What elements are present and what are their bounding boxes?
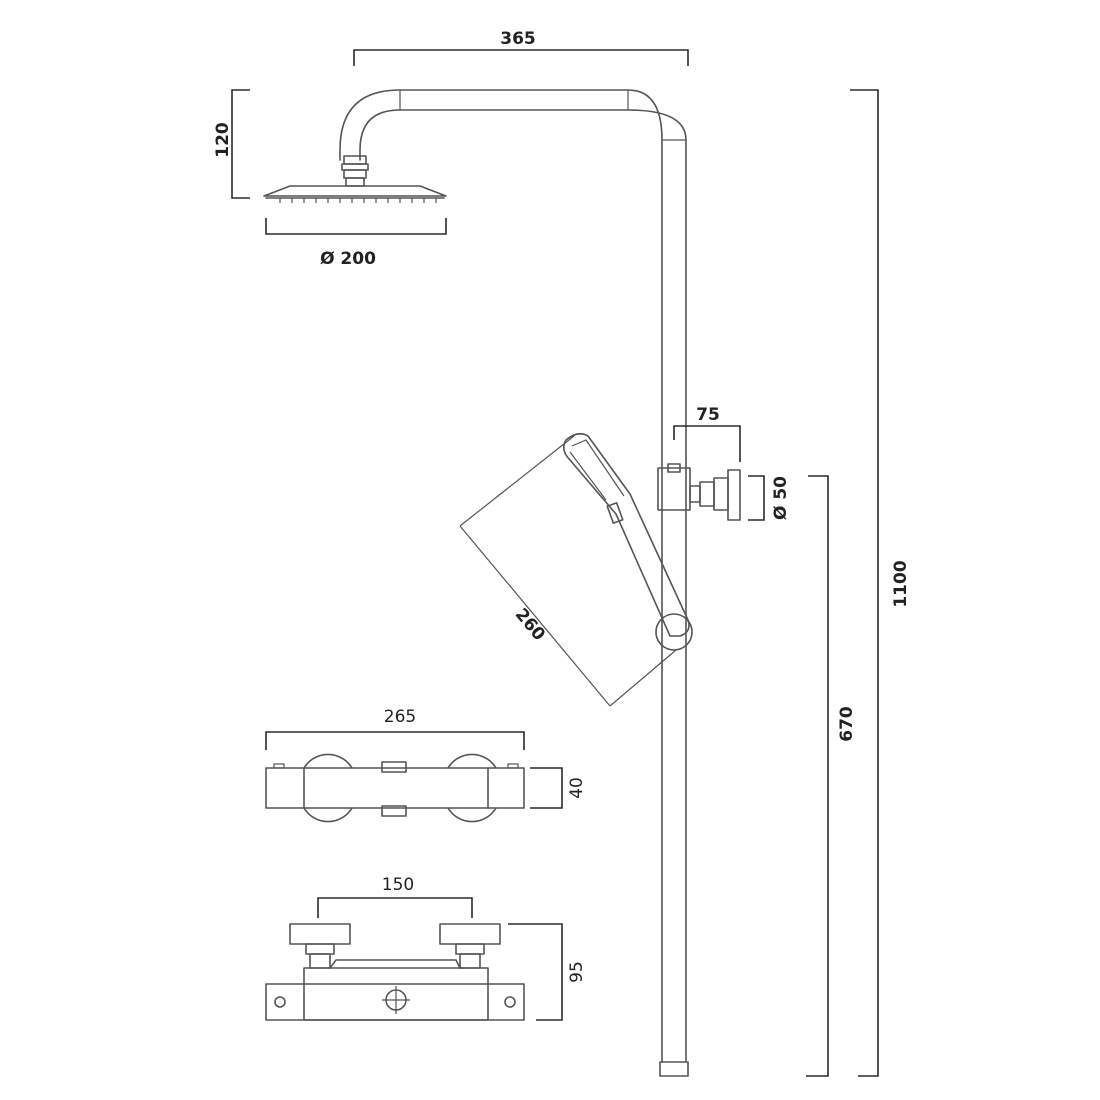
hand-shower [459, 432, 693, 707]
dim-label-head-diameter: Ø 200 [320, 249, 376, 269]
dim-label-bracket-diameter: Ø 50 [771, 476, 791, 520]
overhead-shower-head [263, 155, 447, 203]
riser-rail [339, 89, 689, 1077]
dim-label-arm-width: 365 [500, 29, 536, 49]
dim-label-valve-width: 265 [384, 707, 416, 727]
dimension-lines [231, 49, 879, 1077]
wall-bracket [657, 463, 741, 521]
dim-label-bracket-depth: 75 [696, 405, 720, 425]
valve-top-view [265, 753, 525, 823]
dim-label-valve-centres: 150 [382, 875, 414, 895]
dim-label-valve-depth: 40 [567, 777, 587, 799]
dim-label-rail-height: 1100 [891, 560, 911, 607]
valve-front-view [265, 923, 525, 1021]
dim-label-handset-length: 260 [511, 605, 549, 645]
dim-label-head-height: 120 [213, 122, 233, 158]
dim-label-bracket-height: 670 [837, 706, 857, 742]
dim-label-valve-height: 95 [567, 961, 587, 983]
